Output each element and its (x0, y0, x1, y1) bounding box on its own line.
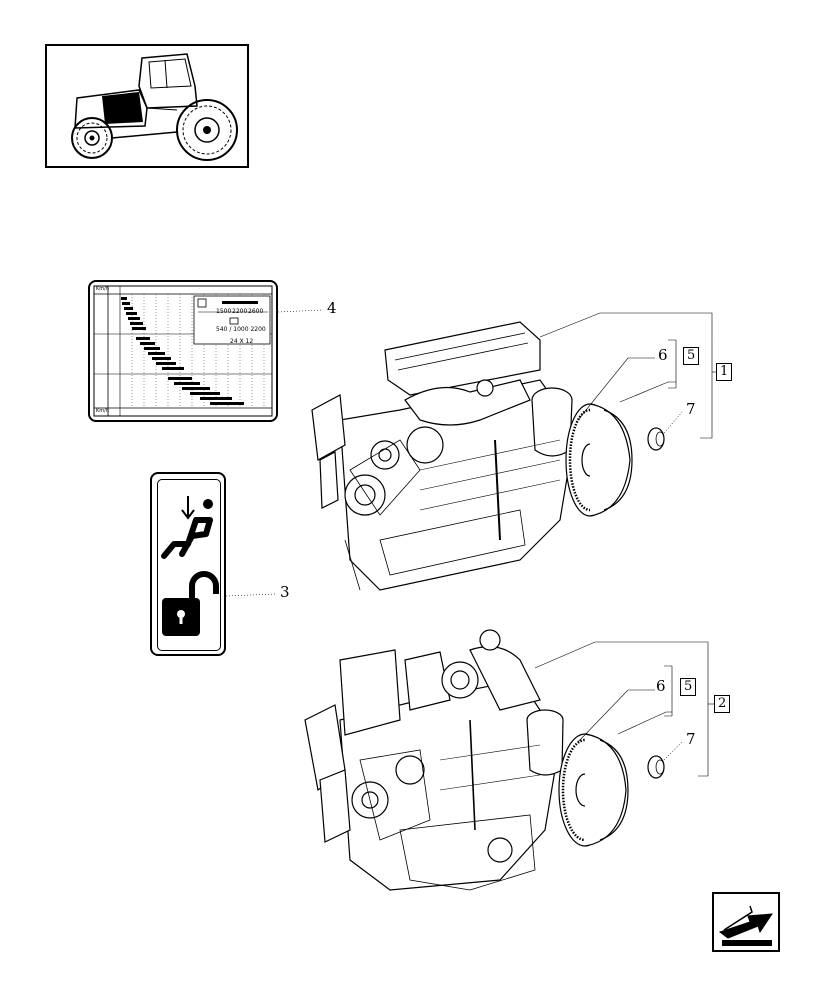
speed-chart-decal: Km/h Km/h 1500 2200 2600 540 / 1000 2200… (88, 280, 278, 422)
chart-header-left: Km/h (96, 286, 110, 292)
unlocked-padlock-icon (162, 571, 219, 636)
callout-7-lower: 7 (686, 730, 696, 748)
callout-6-upper: 6 (658, 346, 668, 364)
seat-lock-decal (150, 472, 226, 656)
pto-row: 540 / 1000 2200 (216, 326, 266, 333)
callout-7-upper: 7 (686, 400, 696, 418)
callout-1: 1 (716, 363, 733, 381)
rpm-2600: 2600 (248, 308, 264, 315)
callout-5-upper: 5 (683, 347, 700, 365)
operator-seat-icon (161, 496, 213, 559)
next-page-arrow-icon (718, 905, 773, 946)
upper-engine-drawing (311, 321, 633, 591)
tyre-row: 24 X 12 (230, 338, 254, 345)
chart-footer-left: Km/h (96, 408, 110, 414)
callout-2: 2 (714, 695, 731, 713)
seat-lock-drawing (161, 496, 219, 636)
lower-engine-drawing (304, 629, 629, 891)
tractor-locator-icon (71, 53, 238, 161)
callout-4: 4 (327, 299, 337, 317)
callout-6-lower: 6 (656, 677, 666, 695)
rpm-1500: 1500 (216, 308, 232, 315)
callout-5-lower: 5 (680, 678, 697, 696)
callout-3: 3 (280, 583, 290, 601)
next-page-button[interactable] (712, 892, 780, 952)
speed-chart-drawing (93, 285, 273, 417)
tractor-locator-frame (45, 44, 249, 168)
rpm-2200: 2200 (232, 308, 248, 315)
